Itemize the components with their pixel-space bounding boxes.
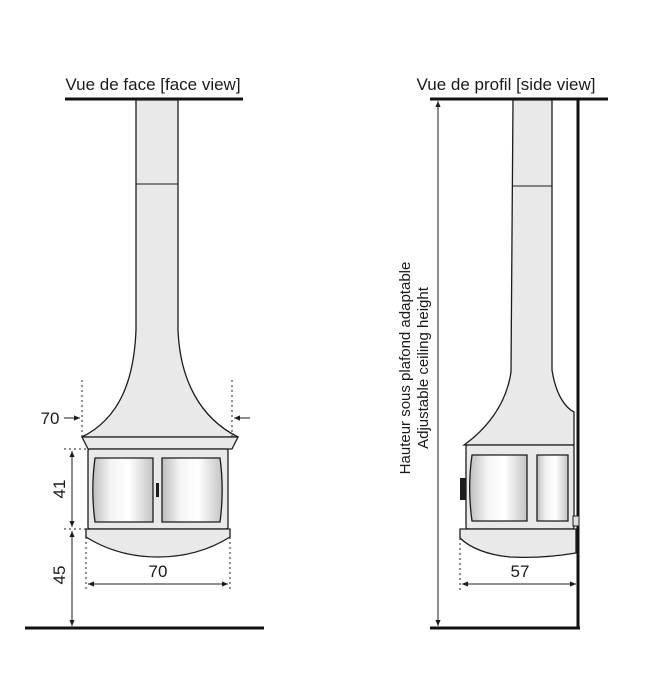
face-glass-left: [92, 457, 154, 523]
side-flue-pipe: [461, 99, 575, 446]
face-flue-pipe: [81, 99, 239, 438]
face-base-height-label: 45: [50, 566, 69, 585]
face-view-title: Vue de face [face view]: [65, 75, 240, 94]
side-view-title: Vue de profil [side view]: [417, 75, 596, 94]
side-door-handle: [460, 478, 466, 500]
face-hood-rim: [80, 436, 240, 450]
side-ceiling-label-fr: Hauteur sous plafond adaptable: [397, 262, 414, 475]
face-bottom-width-label: 70: [149, 562, 168, 581]
side-view: Vue de profil [side view] Hauteur sous p…: [397, 75, 608, 630]
face-firebox-height-label: 41: [50, 480, 69, 499]
side-base-bowl: [459, 528, 577, 559]
side-glass-left: [469, 454, 528, 522]
face-view: Vue de face [face view] 70 41: [25, 75, 264, 630]
face-hood-width-label: 70: [41, 409, 60, 428]
side-depth-label: 57: [511, 562, 530, 581]
side-ceiling-label-en: Adjustable ceiling height: [415, 286, 432, 449]
side-glass-right: [536, 454, 569, 522]
face-base-bowl: [85, 528, 231, 558]
side-wall-bracket: [572, 515, 580, 527]
face-door-handle: [156, 483, 159, 497]
face-glass-right: [161, 457, 223, 523]
